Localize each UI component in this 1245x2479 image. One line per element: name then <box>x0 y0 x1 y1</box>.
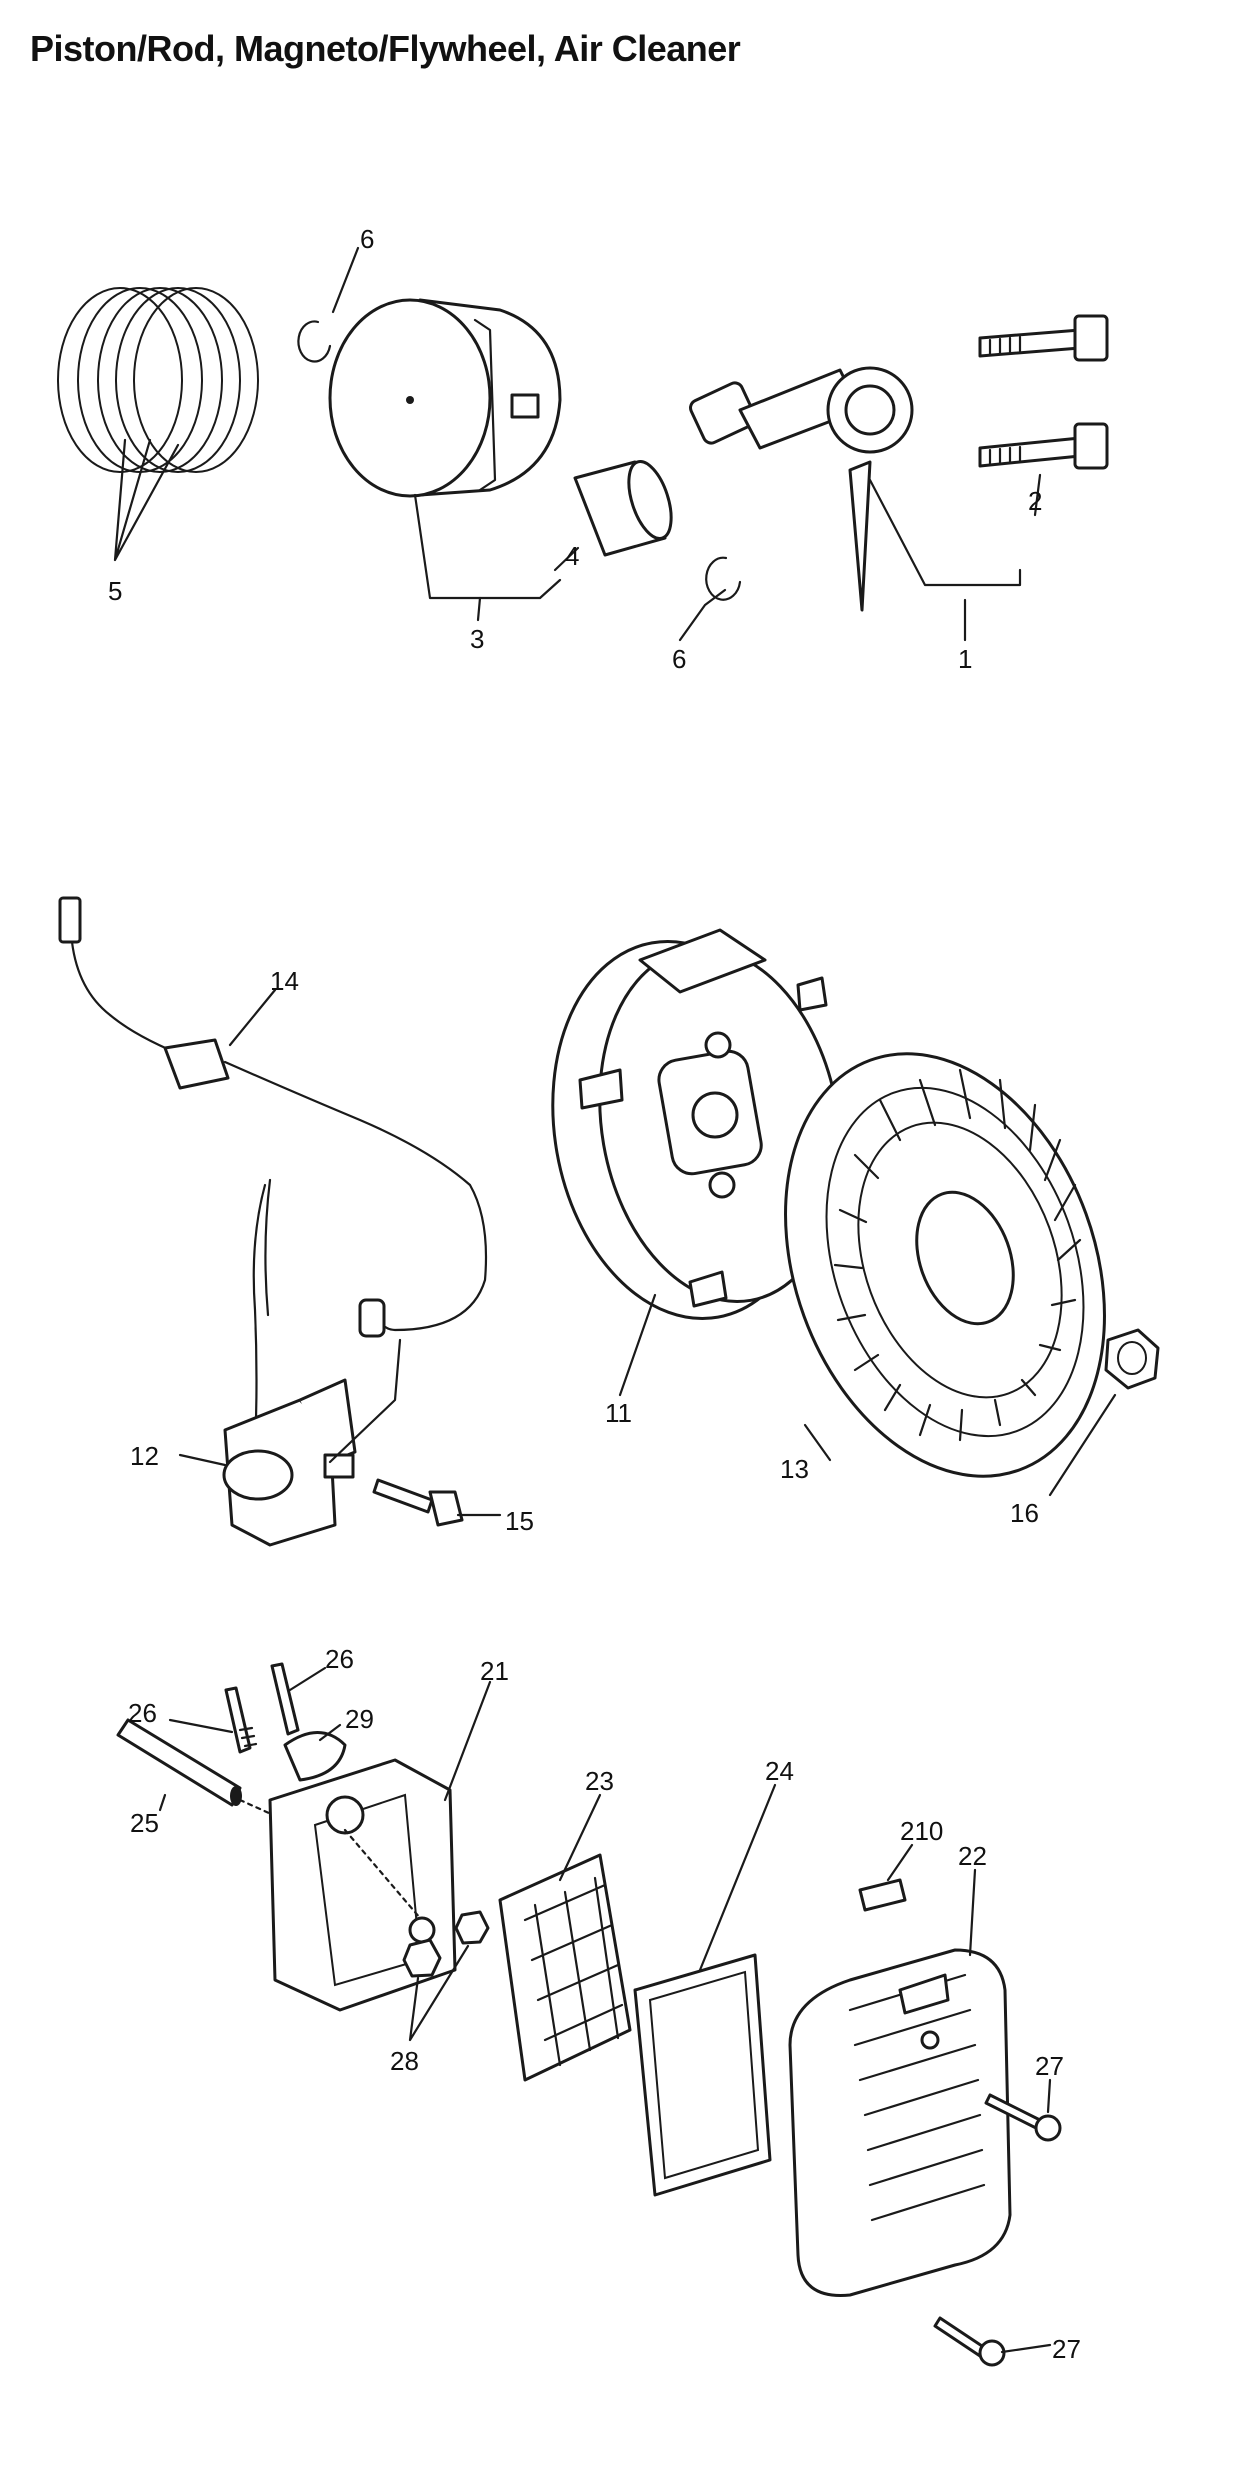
callout-2: 2 <box>1028 486 1042 516</box>
cover-screw-upper-part <box>984 2093 1062 2142</box>
callout-5: 5 <box>108 576 122 606</box>
section1-leader-lines <box>113 246 1042 642</box>
piston-pin-part <box>573 460 673 557</box>
filter-element-part <box>633 1953 772 2197</box>
base-nuts-part <box>402 1910 490 1978</box>
piston-clip-lower-part <box>705 556 742 601</box>
callout-23: 23 <box>585 1766 614 1796</box>
page-title: Piston/Rod, Magneto/Flywheel, Air Cleane… <box>30 28 741 69</box>
callout-3: 3 <box>470 624 484 654</box>
callout-21: 21 <box>480 1656 509 1686</box>
callout-15: 15 <box>505 1506 534 1536</box>
callout-16: 16 <box>1010 1498 1039 1528</box>
callout-26-left: 26 <box>128 1698 157 1728</box>
breather-tube-part <box>116 1718 282 1820</box>
piston-rings-part <box>57 287 259 473</box>
cover-screw-lower-part <box>933 2316 1006 2367</box>
stator-plate-part <box>551 928 842 1320</box>
callout-24: 24 <box>765 1756 794 1786</box>
callout-6-lower: 6 <box>672 644 686 674</box>
callout-28: 28 <box>390 2046 419 2076</box>
connecting-rod-part <box>689 366 914 612</box>
rod-bolt-lower-part <box>978 422 1109 470</box>
flywheel-part <box>784 1052 1106 1478</box>
callout-14: 14 <box>270 966 299 996</box>
callout-6-upper: 6 <box>360 224 374 254</box>
piston-clip-upper-part <box>297 320 332 363</box>
callout-25: 25 <box>130 1808 159 1838</box>
callout-12: 12 <box>130 1441 159 1471</box>
piston-part <box>328 298 562 498</box>
callout-labels: 5 6 4 3 6 1 2 14 11 13 16 12 15 26 26 29… <box>108 224 1081 2364</box>
callout-29: 29 <box>345 1704 374 1734</box>
callout-27-lower: 27 <box>1052 2334 1081 2364</box>
callout-27-upper: 27 <box>1035 2051 1064 2081</box>
rod-bolt-upper-part <box>978 314 1109 362</box>
callout-13: 13 <box>780 1454 809 1484</box>
callout-22: 22 <box>958 1841 987 1871</box>
callout-1: 1 <box>958 644 972 674</box>
section3-leader-lines <box>158 1666 1052 2354</box>
callout-4: 4 <box>565 541 579 571</box>
choke-rods-part <box>224 1662 300 1754</box>
filter-gasket-part <box>858 1878 907 1912</box>
coil-bolt-part <box>372 1478 464 1527</box>
callout-210: 210 <box>900 1816 943 1846</box>
section2-leader-lines <box>178 988 1117 1517</box>
callout-11: 11 <box>605 1398 632 1428</box>
air-cleaner-cover-part <box>788 1948 1012 2297</box>
flywheel-nut-part <box>1104 1328 1160 1390</box>
callout-26-right: 26 <box>325 1644 354 1674</box>
ignition-coil-part <box>222 1338 402 1547</box>
ignition-wire-part <box>58 896 488 1452</box>
filter-grid-part <box>498 1853 632 2082</box>
